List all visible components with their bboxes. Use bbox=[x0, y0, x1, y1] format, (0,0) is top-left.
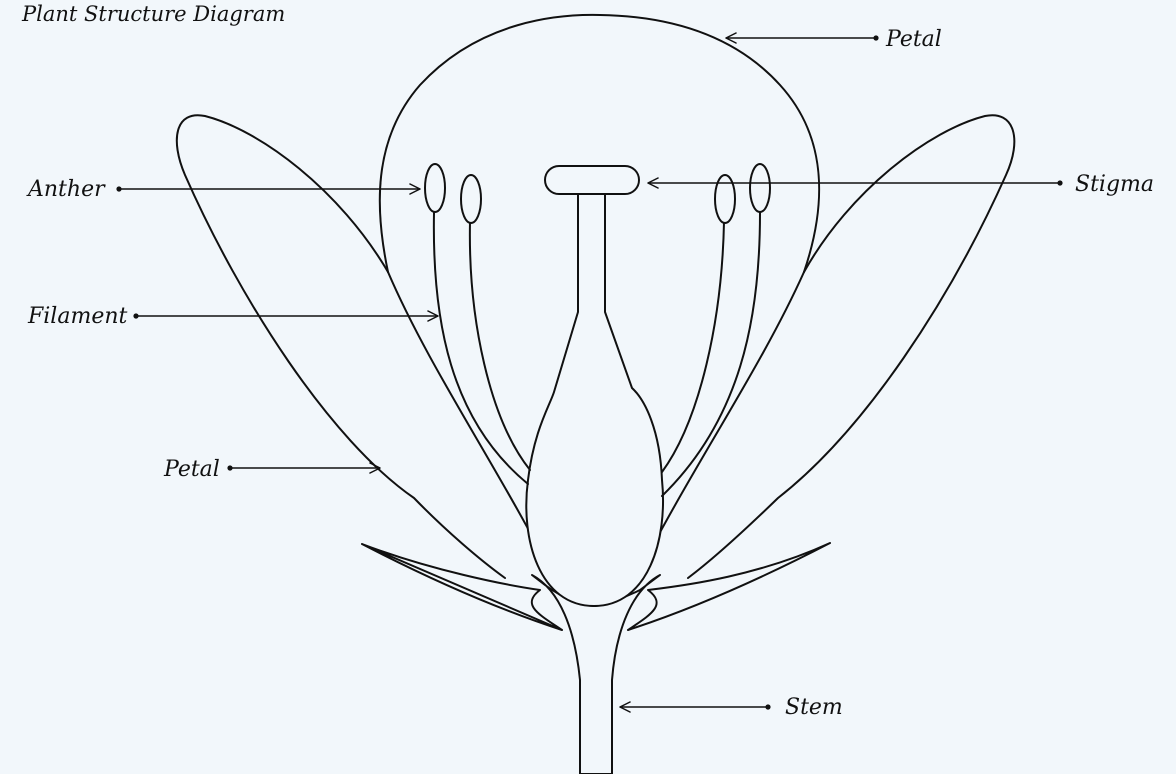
left-petal bbox=[177, 115, 505, 578]
label-petal-top: Petal bbox=[885, 27, 942, 52]
anther-right-inner bbox=[715, 175, 735, 223]
right-sepal bbox=[628, 543, 830, 630]
label-filament: Filament bbox=[27, 304, 128, 329]
label-stem: Stem bbox=[785, 695, 843, 720]
leader-petal-top bbox=[726, 35, 879, 40]
right-filament-outer bbox=[662, 213, 760, 496]
ovary bbox=[526, 194, 663, 606]
diagram-title: Plant Structure Diagram bbox=[21, 2, 285, 26]
anther-left-inner bbox=[461, 175, 481, 223]
leader-stem bbox=[620, 704, 771, 709]
leader-petal-left bbox=[227, 465, 380, 470]
leader-stigma bbox=[648, 180, 1063, 185]
anther-right-outer bbox=[750, 164, 770, 212]
anther-left-outer bbox=[425, 164, 445, 212]
right-filament-inner bbox=[662, 222, 724, 472]
left-sepal bbox=[362, 544, 562, 630]
label-stigma: Stigma bbox=[1075, 172, 1154, 197]
right-petal bbox=[688, 115, 1014, 578]
left-filament-inner bbox=[470, 222, 530, 470]
label-anther: Anther bbox=[26, 177, 106, 202]
leader-anther bbox=[116, 186, 420, 191]
leader-filament bbox=[133, 313, 438, 318]
stigma bbox=[545, 166, 639, 194]
label-petal-left: Petal bbox=[163, 457, 220, 482]
